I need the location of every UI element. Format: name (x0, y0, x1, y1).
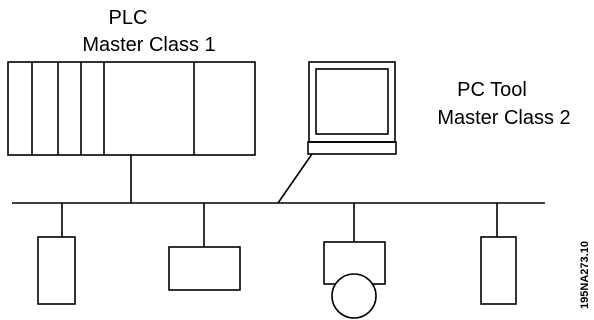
plc-rack (7, 61, 256, 156)
plc-title: PLC (109, 7, 148, 29)
figure-code: 195NA273.10 (579, 241, 591, 309)
pc-tool-computer (307, 61, 397, 155)
motor-drive (323, 241, 386, 319)
plc-subtitle: Master Class 1 (82, 34, 215, 56)
slave-device-2 (168, 246, 241, 291)
pc-tool-subtitle: Master Class 2 (437, 107, 570, 129)
motor-circle (331, 273, 377, 319)
monitor-screen (315, 68, 389, 135)
keyboard (307, 141, 397, 155)
plc-rack-frame (7, 61, 256, 156)
pc-connector (277, 153, 313, 204)
slave-device-1 (37, 236, 76, 305)
pc-tool-title: PC Tool (457, 79, 527, 101)
slave-device-4 (480, 236, 517, 305)
monitor-casing (308, 61, 396, 143)
